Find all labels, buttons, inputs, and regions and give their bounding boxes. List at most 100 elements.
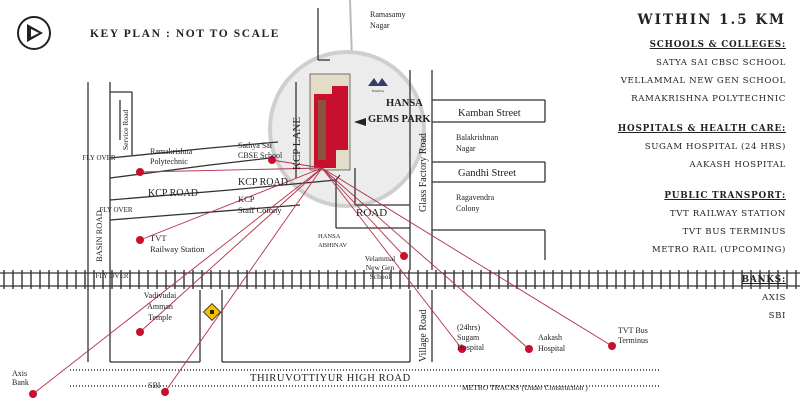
panel-item: TVT RAILWAY STATION [669,208,786,219]
distance-line-velammal [321,167,405,257]
panel-heading: WITHIN 1.5 KM [637,12,786,28]
road-service-road: Service Road [121,110,130,150]
landmark-label-sathya_sai: Sathya Sai [238,141,273,150]
road-road: ROAD [356,207,387,219]
panel-section-title: HOSPITALS & HEALTH CARE: [617,124,786,135]
panel-section: PUBLIC TRANSPORT: TVT RAILWAY STATION TVT … [586,191,786,259]
panel-item: SATYA SAI CBSC SCHOOL [656,58,786,68]
panel-section-title: SCHOOLS & COLLEGES: [649,40,786,50]
svg-text:FLY OVER: FLY OVER [99,206,132,214]
landmark-label-aakash: Aakash [538,333,562,342]
area-label-ramasamy_nagar: Ramasamy [370,10,406,19]
distance-line-sbi [164,167,323,393]
panel-item: VELLAMMAL NEW GEN SCHOOL [620,75,786,86]
road-thiruvottiyur: THIRUVOTTIYUR HIGH ROAD [250,373,411,384]
landmark-label-vadivudai: Temple [148,313,172,322]
panel-item: SBI [768,311,786,322]
marker-axis[interactable] [29,390,37,398]
panel-item: RAMAKRISHNA POLYTECHNIC [631,93,786,104]
compass-logo-icon [17,16,51,50]
distance-line-sathya_sai [271,159,323,169]
panel-section: HOSPITALS & HEALTH CARE: SUGAM HOSPITAL (… [586,124,786,175]
panel-section-title: BANKS: [741,275,786,286]
area-label-kcp_staff_colony: Staff Colony [238,205,282,215]
temple-sign-icon [202,302,222,322]
landmark-label-tvt_bus: Terminus [618,336,648,345]
landmark-label-axis: Axis [12,369,27,378]
distance-line-vadivudai [139,167,323,333]
road-kamban-street: Kamban Street [458,108,521,119]
road-kcp-road-left: KCP ROAD [148,188,198,199]
road-village-road: Village Road [418,310,429,362]
marker-tvt_bus[interactable] [608,342,616,350]
panel-item: AAKASH HOSPITAL [689,160,786,171]
area-label-kcp_staff_colony: KCP [238,194,255,204]
road-kcp-road-mid: KCP ROAD [238,177,288,188]
marker-tvt_railway[interactable] [136,236,144,244]
distance-line-ramakrishna [139,167,323,173]
key-plan-title: KEY PLAN : NOT TO SCALE [90,28,280,40]
flyover-labels: FLY OVER FLY OVER FLY OVER [82,154,132,280]
landmark-label-vadivudai: Amman [147,302,173,311]
distance-line-aakash [321,167,530,350]
area-label-ragavendra_colony: Ragavendra [456,193,495,202]
road-metro-tracks: METRO TRACKS (Under Construction ) [462,383,588,392]
marker-sugam[interactable] [458,345,466,353]
area-label-ragavendra_colony: Colony [456,204,480,213]
panel-section-title: PUBLIC TRANSPORT: [664,190,786,201]
marker-vadivudai[interactable] [136,328,144,336]
panel-section: BANKS: AXIS SBI [586,275,786,326]
svg-text:FLY OVER: FLY OVER [82,154,115,162]
marker-ramakrishna[interactable] [136,168,144,176]
project-arrow-icon [354,118,366,126]
road-kcp-lane: KCP LANE [291,117,303,170]
landmark-label-sugam: (24hrs) [457,323,480,332]
landmark-label-sathya_sai: CBSE School [238,151,283,160]
area-label-ramasamy_nagar: Nagar [370,21,390,30]
marker-sbi[interactable] [161,388,169,396]
panel-section: SCHOOLS & COLLEGES: SATYA SAI CBSC SCHOOL… [586,40,786,108]
project-name-line2: GEMS PARK [368,114,431,125]
landmark-label-ramakrishna: Polytechnic [150,157,188,166]
landmark-label-velammal: Velammal [365,254,395,263]
marker-aakash[interactable] [525,345,533,353]
landmark-label-aakash: Hospital [538,344,566,353]
thiruvottiyur-high-road [70,369,660,387]
svg-text:FLY OVER: FLY OVER [95,272,128,280]
distance-line-tvt_railway [139,167,323,241]
landmark-label-axis: Bank [12,378,29,387]
marker-velammal[interactable] [400,252,408,260]
project-buildings [309,73,351,171]
road-gandhi-street: Gandhi Street [458,168,516,179]
landmark-label-vadivudai: Vadivudai [144,291,177,300]
panel-item: TVT BUS TERMINUS [682,226,786,237]
landmark-label-ramakrishna: Ramakrishna [150,147,193,156]
landmark-label-tvt_railway: TVT [150,233,167,243]
panel-item: METRO RAIL (UPCOMING) [651,244,786,255]
hansa-crown-logo-icon: HANSA [368,78,388,93]
nearby-info-panel: WITHIN 1.5 KM SCHOOLS & COLLEGES: SATYA S… [586,12,786,342]
railway-track [0,270,800,289]
area-label-hansa_abhinav: HANSA [318,233,341,240]
panel-item: AXIS [761,293,786,304]
distance-lines [32,159,613,395]
road-basin-road: BASIN ROAD [94,210,104,262]
svg-text:HANSA: HANSA [372,89,385,93]
landmark-label-sugam: Hospital [457,343,485,352]
area-label-balakrishnan_nagar: Balakrishnan [456,133,498,142]
distance-line-axis [32,167,323,395]
distance-line-sugam [321,167,463,350]
landmark-markers [29,156,616,398]
landmark-label-tvt_bus: TVT Bus [618,326,648,335]
road-glass-factory: Glass Factory Road [418,133,429,212]
landmark-label-velammal: School [370,272,391,281]
landmark-label-sugam: Sugam [457,333,480,342]
landmark-label-velammal: New Gen [366,263,395,272]
landmark-label-sbi: SBI [148,381,161,390]
area-label-balakrishnan_nagar: Nagar [456,144,476,153]
marker-sathya_sai[interactable] [268,156,276,164]
distance-line-tvt_bus [321,167,613,347]
panel-item: SUGAM HOSPITAL (24 HRS) [644,142,786,153]
highlight-pointer-line [349,0,353,61]
